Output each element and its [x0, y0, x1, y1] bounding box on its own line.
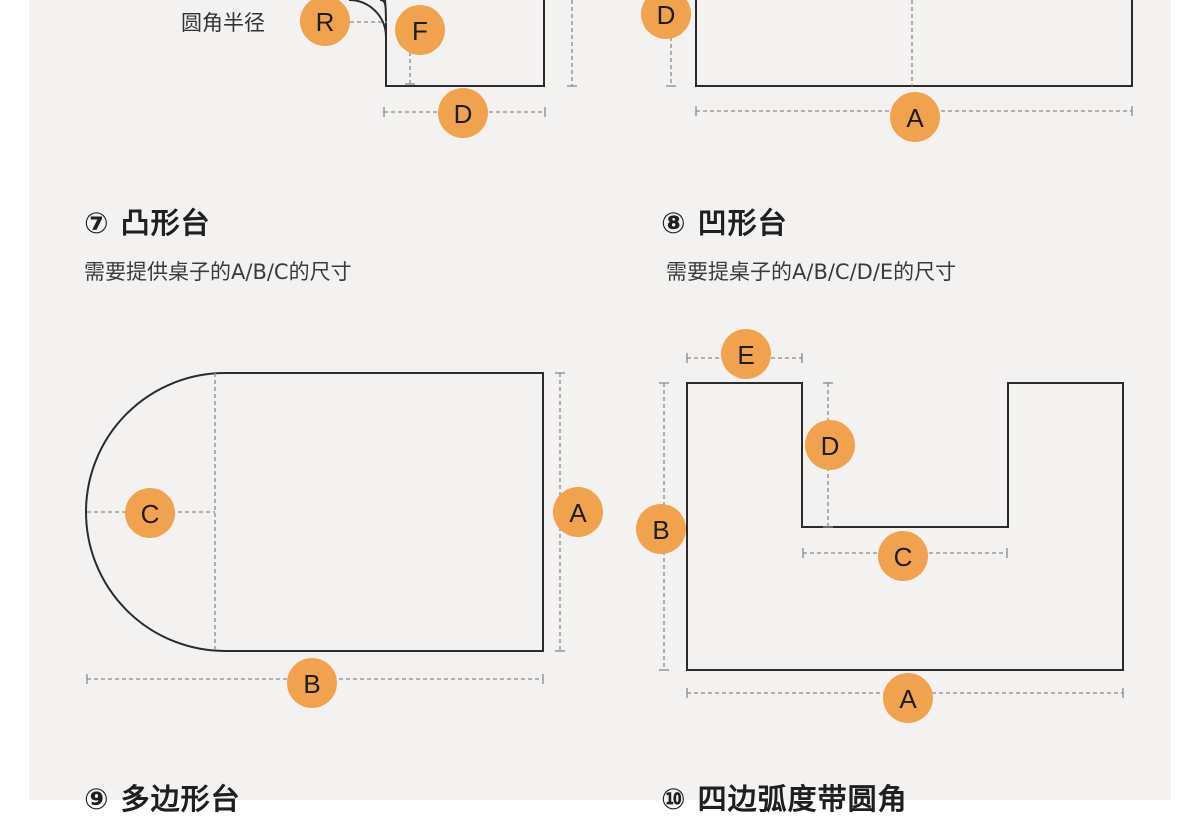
diagram-canvas: 圆角半径 R F D D A	[85, 0, 1133, 723]
svg-text:R: R	[316, 7, 335, 37]
corner-arc	[348, 0, 387, 38]
svg-text:A: A	[899, 684, 917, 714]
svg-text:A: A	[569, 498, 587, 528]
badge-f: F	[395, 5, 445, 55]
svg-text:A: A	[906, 103, 924, 133]
top-right-outline	[695, 0, 1133, 87]
section-8-heading: ⑧ 凹形台	[661, 200, 788, 242]
svg-text:B: B	[652, 515, 669, 545]
svg-text:E: E	[737, 340, 754, 370]
badge-b-concave: B	[636, 504, 686, 554]
concave-table-outline	[686, 382, 1124, 671]
section-10-title: 四边弧度带圆角	[697, 782, 908, 816]
svg-text:D: D	[657, 0, 676, 30]
section-10-number: ⑩	[661, 782, 687, 816]
badge-d-top-right: D	[641, 0, 691, 39]
section-8-title: 凹形台	[697, 206, 788, 240]
section-7-heading: ⑦ 凸形台	[84, 200, 211, 242]
convex-table-diagram: C A B	[85, 372, 603, 708]
content-panel	[29, 0, 1171, 800]
section-8-number: ⑧	[661, 206, 687, 240]
badge-d: D	[438, 88, 488, 138]
section-9-number: ⑨	[84, 782, 110, 816]
top-left-diagram: 圆角半径 R F D	[181, 0, 577, 138]
svg-text:B: B	[303, 669, 320, 699]
top-right-diagram: D A	[641, 0, 1133, 142]
badge-a-convex: A	[553, 487, 603, 537]
section-9-title: 多边形台	[120, 782, 241, 816]
badge-b-convex: B	[287, 658, 337, 708]
convex-table-outline	[85, 372, 544, 652]
svg-text:C: C	[894, 542, 913, 572]
badge-c-convex: C	[125, 488, 175, 538]
section-8-subtitle: 需要提桌子的A/B/C/D/E的尺寸	[666, 260, 957, 284]
rounded-corner-outline	[379, 0, 545, 87]
badge-e-concave: E	[721, 329, 771, 379]
badge-a-top-right: A	[890, 92, 940, 142]
section-7-subtitle: 需要提供桌子的A/B/C的尺寸	[84, 260, 352, 284]
section-7-number: ⑦	[84, 206, 110, 240]
svg-text:D: D	[454, 99, 473, 129]
badge-d-concave: D	[805, 420, 855, 470]
svg-text:D: D	[821, 431, 840, 461]
section-10-heading: ⑩ 四边弧度带圆角	[661, 776, 908, 818]
badge-r: R	[300, 0, 350, 46]
section-7-title: 凸形台	[120, 206, 211, 240]
badge-a-concave: A	[883, 673, 933, 723]
svg-text:C: C	[141, 499, 160, 529]
concave-table-diagram: E D B C A	[636, 329, 1124, 723]
svg-text:F: F	[412, 16, 428, 46]
corner-radius-label: 圆角半径	[181, 11, 265, 35]
section-9-heading: ⑨ 多边形台	[84, 776, 241, 818]
badge-c-concave: C	[878, 531, 928, 581]
